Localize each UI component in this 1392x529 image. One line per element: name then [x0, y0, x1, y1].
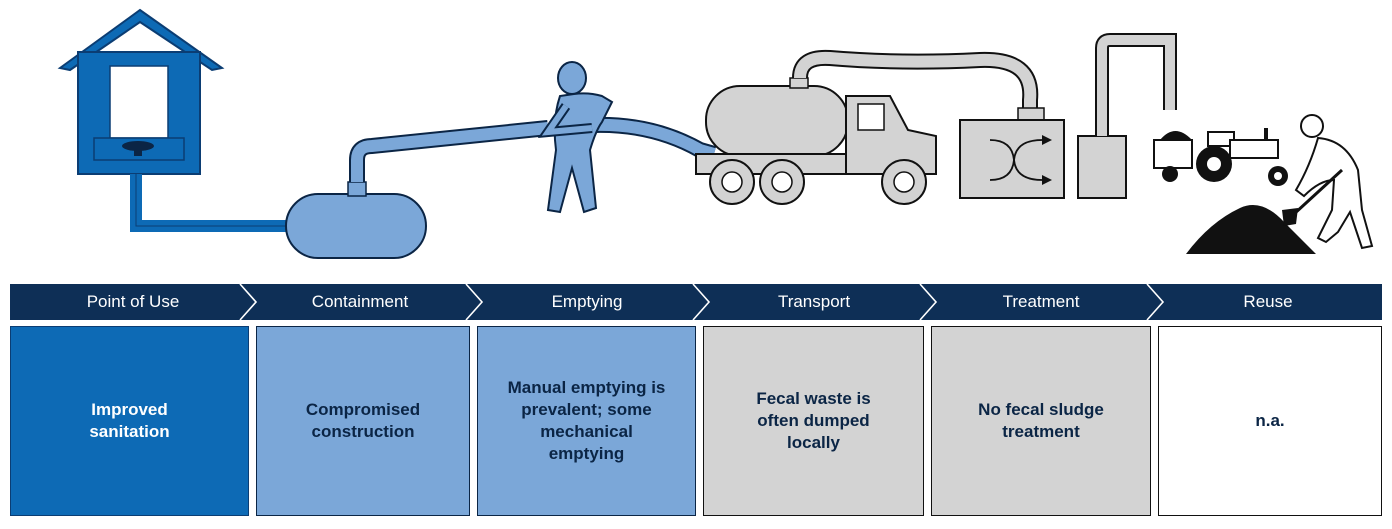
- treatment-plant-icon: [959, 33, 1177, 199]
- tractor-icon: [1153, 128, 1288, 186]
- card-description: n.a.: [1255, 411, 1285, 430]
- chevron-divider: [692, 283, 711, 321]
- card-transport: Fecal waste is often dumped locally: [703, 326, 924, 516]
- worker-with-hose-icon: [537, 61, 717, 214]
- card-emptying: Manual emptying is prevalent; some mecha…: [477, 326, 696, 516]
- farmer-shoveling-icon: [1282, 114, 1374, 250]
- card-point-of-use: Improved sanitation: [10, 326, 249, 516]
- card-containment: Compromised construction: [256, 326, 470, 516]
- stage-label-point-of-use: Point of Use: [86, 292, 180, 311]
- card-description: No fecal sludge treatment: [978, 400, 1104, 441]
- chevron-divider: [465, 283, 484, 321]
- card-description: Compromised construction: [305, 400, 421, 441]
- sanitation-chain-illustration: [57, 8, 1374, 259]
- chevron-divider: [1146, 283, 1165, 321]
- stage-label-containment: Containment: [311, 292, 409, 311]
- septic-tank-icon: [285, 120, 549, 259]
- card-reuse: n.a.: [1158, 326, 1382, 516]
- card-description: Fecal waste is often dumped locally: [756, 389, 871, 452]
- card-description: Improved sanitation: [89, 400, 170, 441]
- vacuum-truck-icon: [695, 49, 1039, 205]
- stage-label-treatment: Treatment: [1002, 292, 1080, 311]
- stage-label-transport: Transport: [777, 292, 851, 311]
- chevron-divider: [239, 283, 258, 321]
- latrine-icon: [57, 8, 292, 232]
- chevron-divider: [919, 283, 938, 321]
- card-description: Manual emptying is prevalent; some mecha…: [507, 378, 666, 463]
- stage-label-emptying: Emptying: [551, 292, 623, 311]
- stage-label-reuse: Reuse: [1243, 292, 1293, 311]
- sludge-pile-icon: [1186, 205, 1316, 254]
- card-treatment: No fecal sludge treatment: [931, 326, 1151, 516]
- stage-header-band: [10, 283, 1382, 321]
